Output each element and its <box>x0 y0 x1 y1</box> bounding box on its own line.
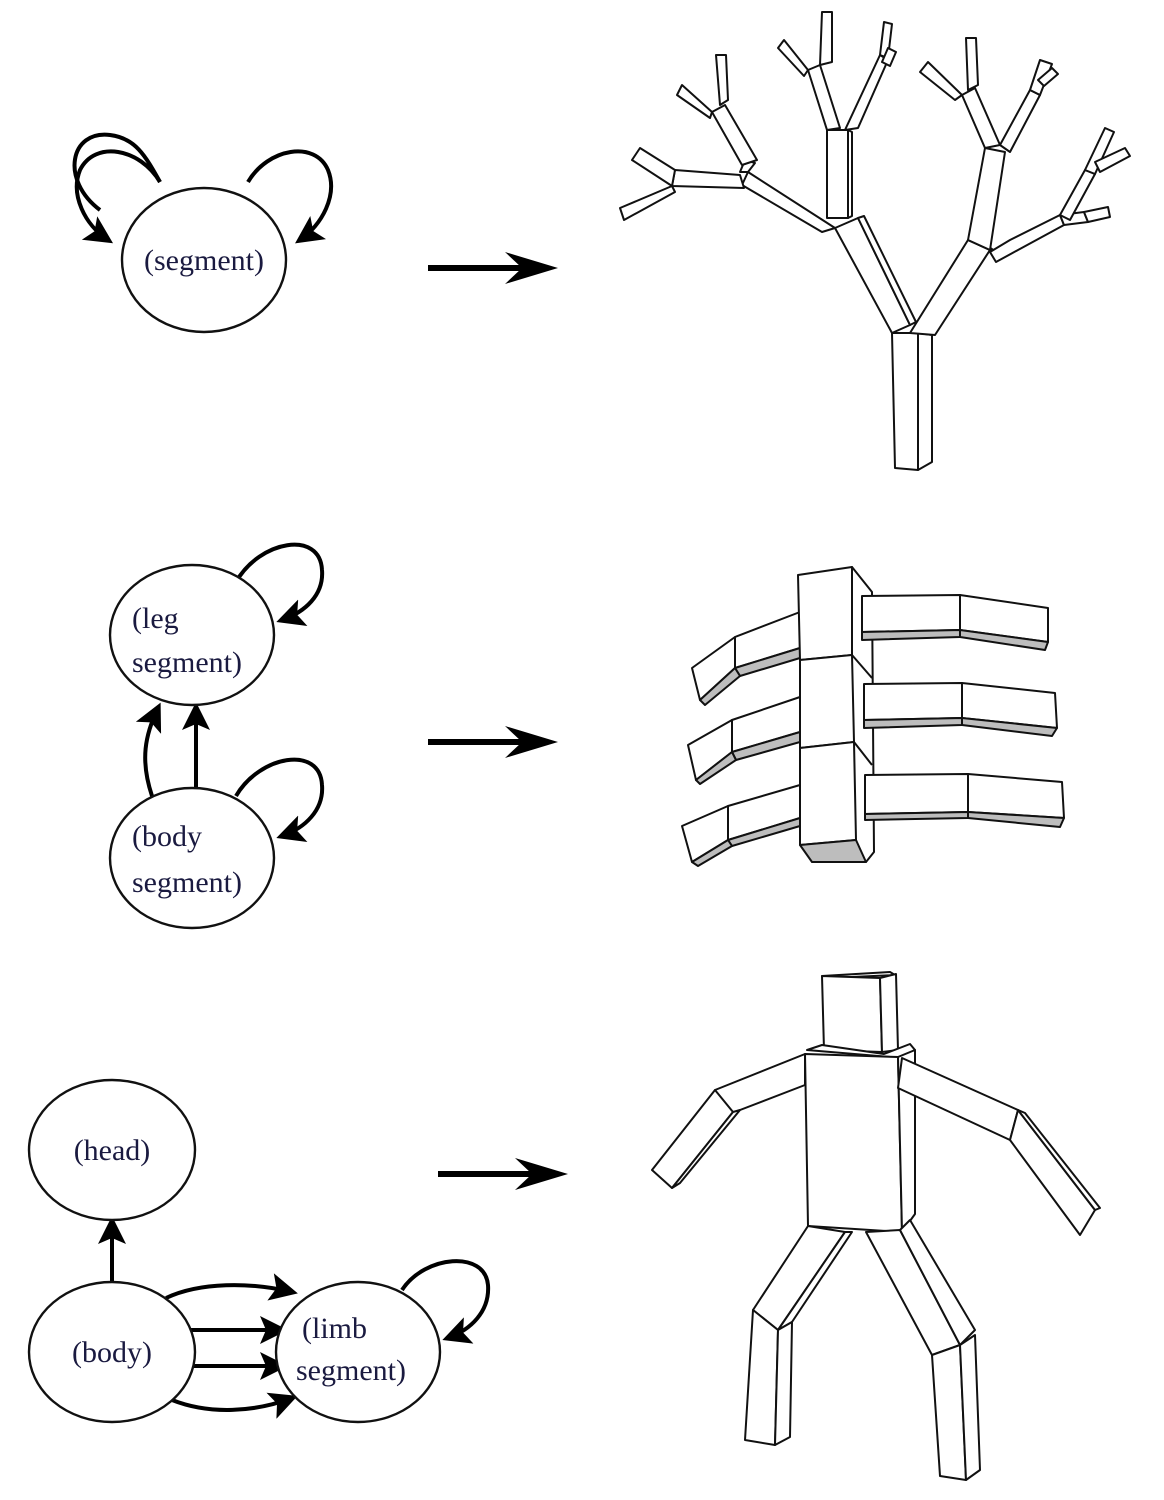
node-limb-segment-label-1: (limb <box>302 1312 367 1345</box>
self-loop-left-edge <box>72 132 162 212</box>
node-body-segment-label-2: segment) <box>132 866 242 899</box>
graph-insect: (leg segment) (body segment) <box>108 542 325 930</box>
leg-self-loop-edge <box>234 542 325 626</box>
left-leg <box>691 611 801 706</box>
node-limb-segment <box>274 1280 442 1424</box>
right-leg <box>861 594 1049 651</box>
node-body <box>27 1280 197 1424</box>
humanoid-left-leg <box>744 1225 853 1446</box>
insect-creature <box>681 566 1065 867</box>
node-leg-segment <box>108 563 276 707</box>
humanoid-right-arm <box>897 1057 1101 1236</box>
right-leg <box>864 773 1065 828</box>
body-to-limb-curved-top-edge <box>165 1273 298 1301</box>
humanoid-creature <box>651 971 1101 1481</box>
node-leg-segment-label-1: (leg <box>132 602 179 635</box>
right-leg <box>863 682 1058 737</box>
node-body-label: (body) <box>72 1336 152 1369</box>
body-self-loop-edge <box>234 757 325 842</box>
node-body-segment <box>108 786 276 930</box>
spine-segment <box>799 654 855 749</box>
node-head <box>27 1078 197 1222</box>
left-leg <box>687 696 801 785</box>
right-arrow-icon <box>428 252 558 284</box>
left-leg <box>681 784 801 867</box>
humanoid-left-arm <box>651 1053 806 1189</box>
spine-segment <box>799 741 857 846</box>
spine-segment <box>797 566 853 661</box>
humanoid-head <box>821 971 899 1053</box>
node-head-label: (head) <box>74 1134 151 1167</box>
node-limb-segment-label-2: segment) <box>296 1354 406 1387</box>
limb-self-loop-edge <box>400 1259 491 1344</box>
graph-humanoid: (head) (body) (limb segment) <box>27 1078 491 1424</box>
right-arrow-icon <box>428 726 558 758</box>
humanoid-torso <box>804 1049 916 1233</box>
node-body-segment-label-1: (body <box>132 820 202 853</box>
self-loop-left-edge-arc <box>74 149 162 244</box>
node-segment <box>120 186 288 334</box>
node-leg-segment-label-2: segment) <box>132 646 242 679</box>
tree-creature <box>619 11 1131 471</box>
right-arrow-icon <box>438 1158 568 1190</box>
node-segment-label: (segment) <box>144 244 264 277</box>
self-loop-right-edge-arc <box>246 149 334 244</box>
graph-tree: (segment) <box>72 132 334 334</box>
humanoid-right-leg <box>865 1219 981 1481</box>
body-to-leg-curved-edge <box>135 702 162 797</box>
body-to-limb-curved-bottom-edge <box>171 1392 298 1419</box>
